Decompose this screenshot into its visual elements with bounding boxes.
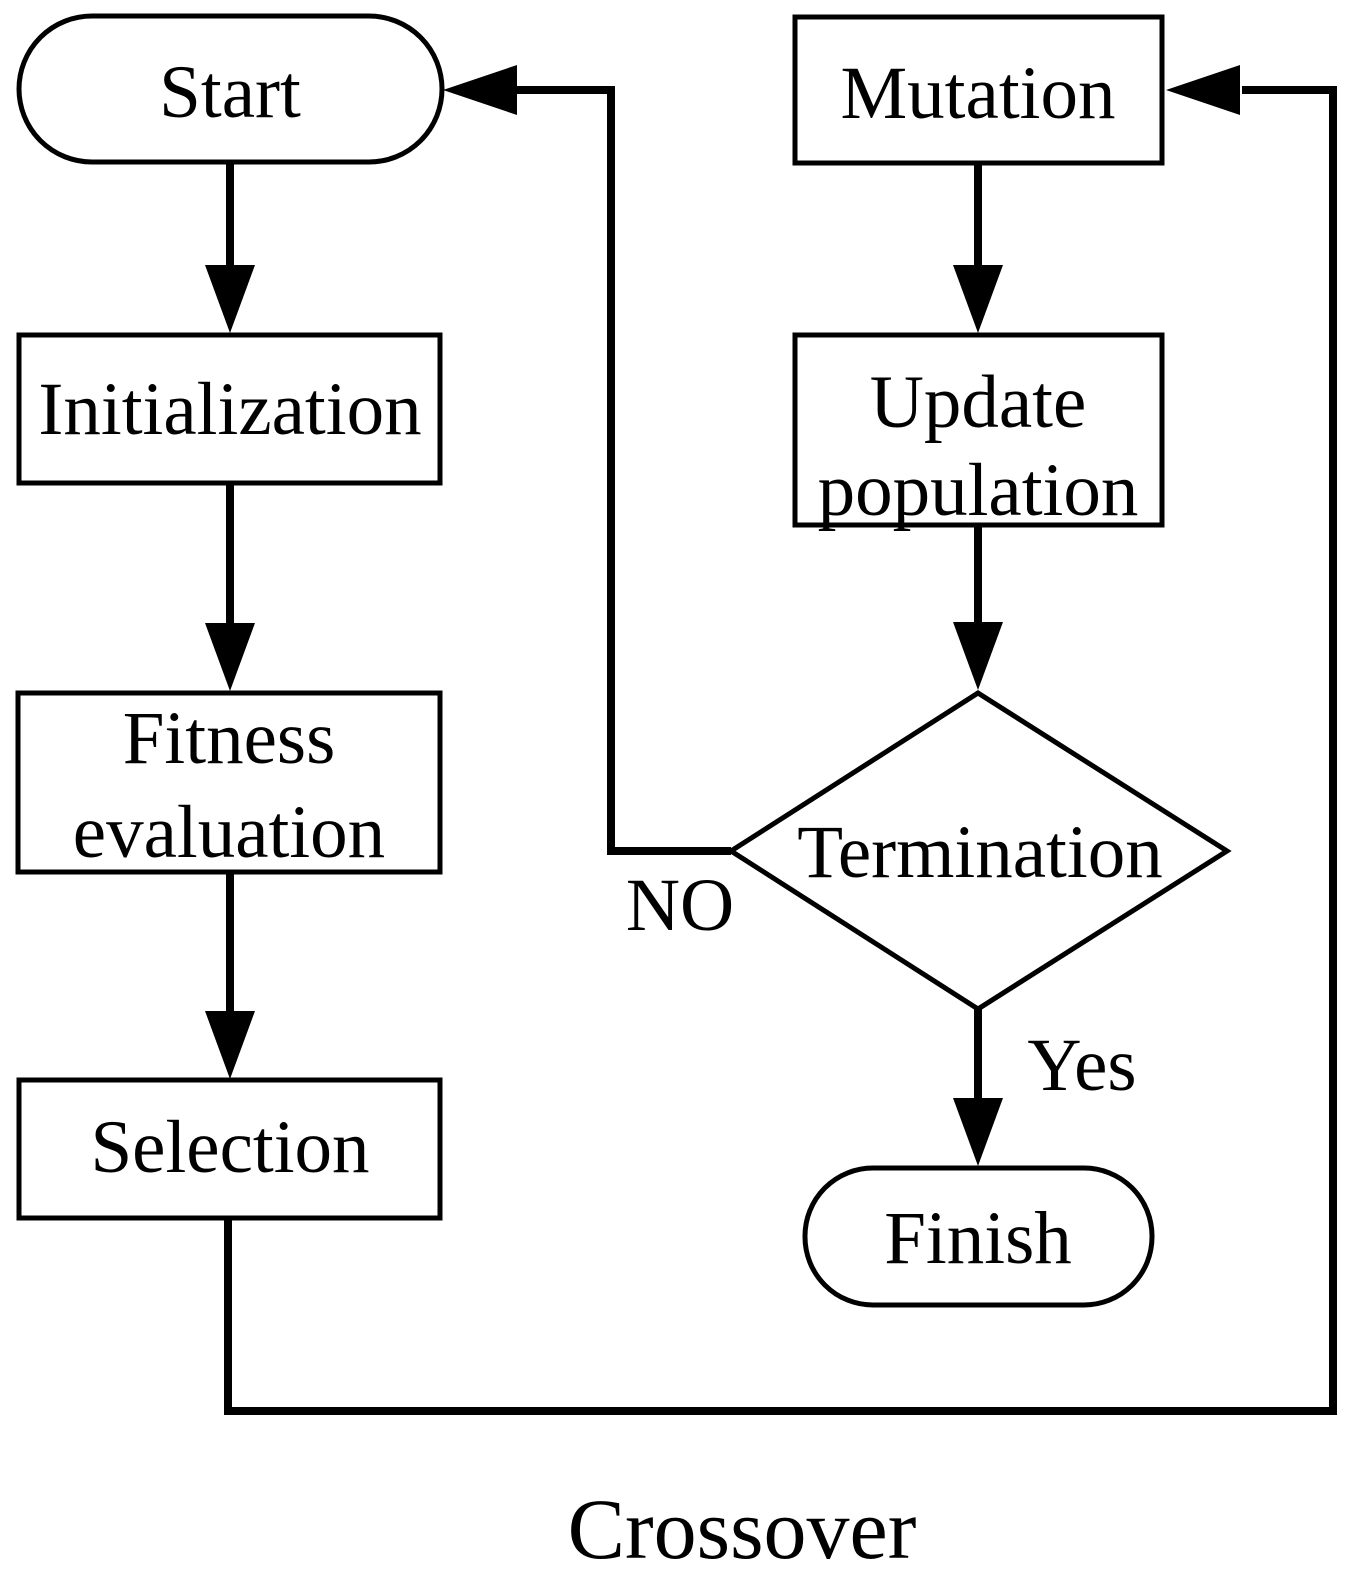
node-update-population-label-line1: Update [870, 361, 1087, 444]
node-update-population [792, 332, 1165, 528]
node-finish-label: Finish [884, 1197, 1072, 1280]
arrow-down-icon [205, 623, 255, 691]
edge-line [224, 86, 1337, 1415]
node-termination-label: Termination [797, 811, 1162, 894]
edge-termination-yes-to-finish [953, 1007, 1003, 1166]
node-mutation-label: Mutation [841, 52, 1116, 135]
arrow-down-icon [953, 622, 1003, 690]
edge-start-to-initialization [205, 160, 255, 333]
edge-termination-no-to-start [443, 65, 731, 855]
arrow-down-icon [205, 1011, 255, 1079]
edge-label-yes: Yes [1027, 1024, 1136, 1107]
node-finish [802, 1165, 1155, 1308]
arrow-left-icon [443, 65, 517, 115]
node-fitness-evaluation-label-line1: Fitness [123, 697, 336, 780]
edge-mutation-to-update [953, 161, 1003, 333]
arrow-left-icon [1166, 65, 1240, 115]
node-fitness-evaluation [15, 690, 443, 875]
edge-line [517, 86, 731, 855]
node-initialization [16, 332, 443, 486]
edge-fitness-to-selection [205, 870, 255, 1079]
node-start-label: Start [159, 51, 301, 134]
edge-initialization-to-fitness [205, 481, 255, 691]
node-mutation [792, 14, 1165, 166]
node-fitness-evaluation-label-line2: evaluation [73, 791, 385, 874]
node-termination-decision [726, 690, 1232, 1012]
node-selection [16, 1077, 443, 1221]
edge-label-crossover: Crossover [568, 1481, 917, 1577]
edge-label-no: NO [626, 864, 734, 947]
edge-selection-to-mutation-crossover [224, 65, 1337, 1415]
node-update-population-label-line2: population [818, 449, 1139, 532]
node-selection-label: Selection [90, 1106, 369, 1189]
node-initialization-label: Initialization [38, 368, 421, 451]
arrow-down-icon [953, 1098, 1003, 1166]
arrow-down-icon [953, 265, 1003, 333]
node-start [16, 13, 445, 165]
edge-update-to-termination [953, 523, 1003, 690]
arrow-down-icon [205, 265, 255, 333]
